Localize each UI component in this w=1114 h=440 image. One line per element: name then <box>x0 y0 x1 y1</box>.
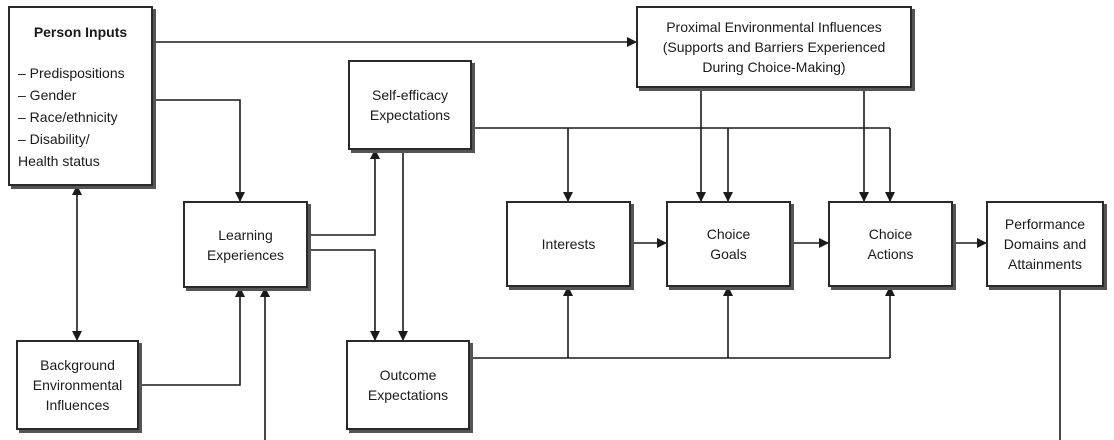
learning-experiences-box: Learning Experiences <box>183 201 308 288</box>
interests-label: Interests <box>541 236 596 252</box>
person-inputs-item: – Gender <box>18 87 77 103</box>
performance-label-line: Attainments <box>1008 256 1082 272</box>
person-inputs-item: – Predispositions <box>18 65 125 81</box>
person-inputs-item: – Disability/ <box>18 131 90 147</box>
outcome-expectations-box: Outcome Expectations <box>346 340 470 430</box>
learning-label-line: Learning <box>218 226 273 243</box>
performance-label-line: Performance <box>1004 216 1086 232</box>
proximal-label-line: Proximal Environmental Influences <box>666 19 882 35</box>
person-inputs-title: Person Inputs <box>33 24 128 40</box>
choice-goals-label-line: Goals <box>710 246 747 262</box>
performance-label-line: Domains and <box>1003 236 1087 252</box>
arrow-learning-to-self-efficacy <box>308 149 380 236</box>
person-inputs-item: – Race/ethnicity <box>18 109 118 125</box>
self-efficacy-label-line: Self-efficacy <box>372 87 448 103</box>
arrow-learning-to-outcome <box>308 249 380 341</box>
self-efficacy-box: Self-efficacy Expectations <box>348 60 472 150</box>
choice-actions-box: Choice Actions <box>828 201 953 287</box>
arrow-background-to-learning <box>139 287 245 386</box>
outcome-label-line: Expectations <box>367 387 449 403</box>
outcome-label-line: Outcome <box>379 367 437 383</box>
proximal-influences-box: Proximal Environmental Influences (Suppo… <box>636 6 912 88</box>
background-label-line: Influences <box>45 397 110 413</box>
person-inputs-item: Health status <box>18 153 100 169</box>
choice-goals-label-line: Choice <box>706 226 751 242</box>
background-label-line: Environmental <box>32 377 123 393</box>
choice-actions-label-line: Actions <box>867 246 914 262</box>
performance-box: Performance Domains and Attainments <box>986 201 1104 287</box>
choice-actions-label-line: Choice <box>868 226 913 242</box>
proximal-label-line: During Choice-Making) <box>702 59 846 75</box>
background-influences-box: Background Environmental Influences <box>16 340 139 430</box>
self-efficacy-label-line: Expectations <box>369 107 451 123</box>
proximal-label-line: (Supports and Barriers Experienced <box>662 39 886 55</box>
interests-box: Interests <box>506 201 631 287</box>
learning-label-line: Experiences <box>206 246 285 263</box>
choice-goals-box: Choice Goals <box>666 201 791 287</box>
arrow-person-to-learning <box>153 99 245 202</box>
person-inputs-box: Person Inputs – Predispositions – Gender… <box>8 6 153 186</box>
background-label-line: Background <box>40 357 115 373</box>
